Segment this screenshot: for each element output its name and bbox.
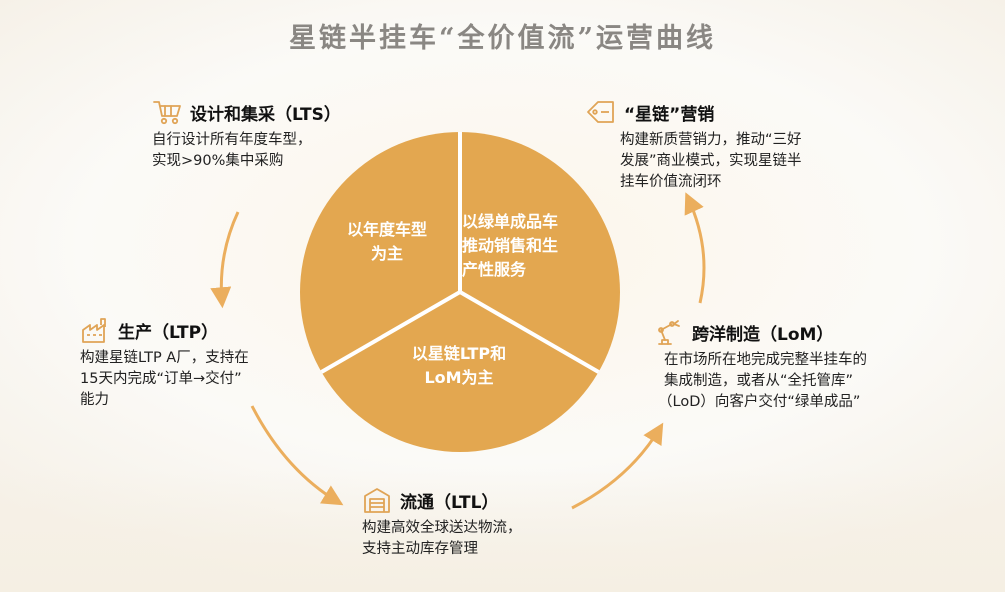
slice-label-lts: 以年度车型 为主 [326,218,448,266]
slice-label-production: 以星链LTP和 LoM为主 [392,342,526,390]
stage-lom-desc-line: （LoD）向客户交付“绿单成品” [658,394,861,410]
slice-label-line: 以星链LTP和 [411,344,507,363]
cart-icon [152,98,182,126]
slice-label-line: 以绿单成品车 [462,212,559,231]
slice-label-line: 产性服务 [462,260,527,279]
stage-ltl-desc-line: 构建高效全球送达物流， [362,520,522,536]
stage-marketing-desc-line: 构建新质营销力，推动“三好 [620,132,802,148]
arrow-lom-to-marketing [684,192,706,304]
slice-label-line: 以年度车型 [346,220,427,239]
stage-lom-title: 跨洋制造（LoM） [692,324,834,345]
stage-lom-desc-line: 在市场所在地完成完整半挂车的 [664,352,867,368]
stage-ltp-title: 生产（LTP） [118,322,219,343]
slice-label-marketing: 以绿单成品车 推动销售和生 产性服务 [462,210,602,282]
stage-lom-desc-line: 集成制造，或者从“全托管库” [664,373,854,389]
stage-lts-desc-line: 实现>90%集中采购 [152,153,284,169]
stage-ltl-desc-line: 支持主动库存管理 [362,541,478,557]
stage-marketing: “星链”营销 构建新质营销力，推动“三好 发展”商业模式，实现星链半 挂车价值流… [586,98,802,193]
stage-lts-desc-line: 自行设计所有年度车型， [152,132,312,148]
pie-divider-1 [459,290,600,374]
stage-ltl: 流通（LTL） 构建高效全球送达物流， 支持主动库存管理 [362,486,522,560]
stage-marketing-title: “星链”营销 [624,104,715,125]
cycle-arrows [210,192,706,510]
factory-icon [80,316,110,344]
stage-ltp-desc-line: 构建星链LTP A厂，支持在 [80,350,249,366]
page-title: 星链半挂车“全价值流”运营曲线 [288,23,717,54]
stage-lts-title: 设计和集采（LTS） [190,104,341,125]
warehouse-icon [362,486,392,514]
stage-lts: 设计和集采（LTS） 自行设计所有年度车型， 实现>90%集中采购 [152,98,341,172]
arrow-ltp-to-ltl [250,405,344,506]
robot-arm-icon [654,318,684,346]
pie-divider-2 [320,290,462,374]
arrow-lts-to-ltp [210,211,240,309]
stage-ltp-desc-line: 能力 [80,392,109,408]
stage-lom: 跨洋制造（LoM） 在市场所在地完成完整半挂车的 集成制造，或者从“全托管库” … [658,318,867,413]
background-band [0,470,1005,592]
stage-ltp: 生产（LTP） 构建星链LTP A厂，支持在 15天内完成“订单→交付” 能力 [80,316,249,411]
slice-label-line: 推动销售和生 [462,236,559,255]
stage-marketing-desc-line: 挂车价值流闭环 [620,174,722,190]
arrow-ltl-to-lom [571,422,664,510]
slice-label-line: LoM为主 [424,368,494,387]
pie-chart [300,132,620,452]
slice-label-line: 为主 [370,244,403,263]
stage-ltp-desc-line: 15天内完成“订单→交付” [80,371,242,387]
price-tag-icon [586,98,616,126]
stage-marketing-desc-line: 发展”商业模式，实现星链半 [620,153,802,169]
stage-ltl-title: 流通（LTL） [400,492,499,513]
